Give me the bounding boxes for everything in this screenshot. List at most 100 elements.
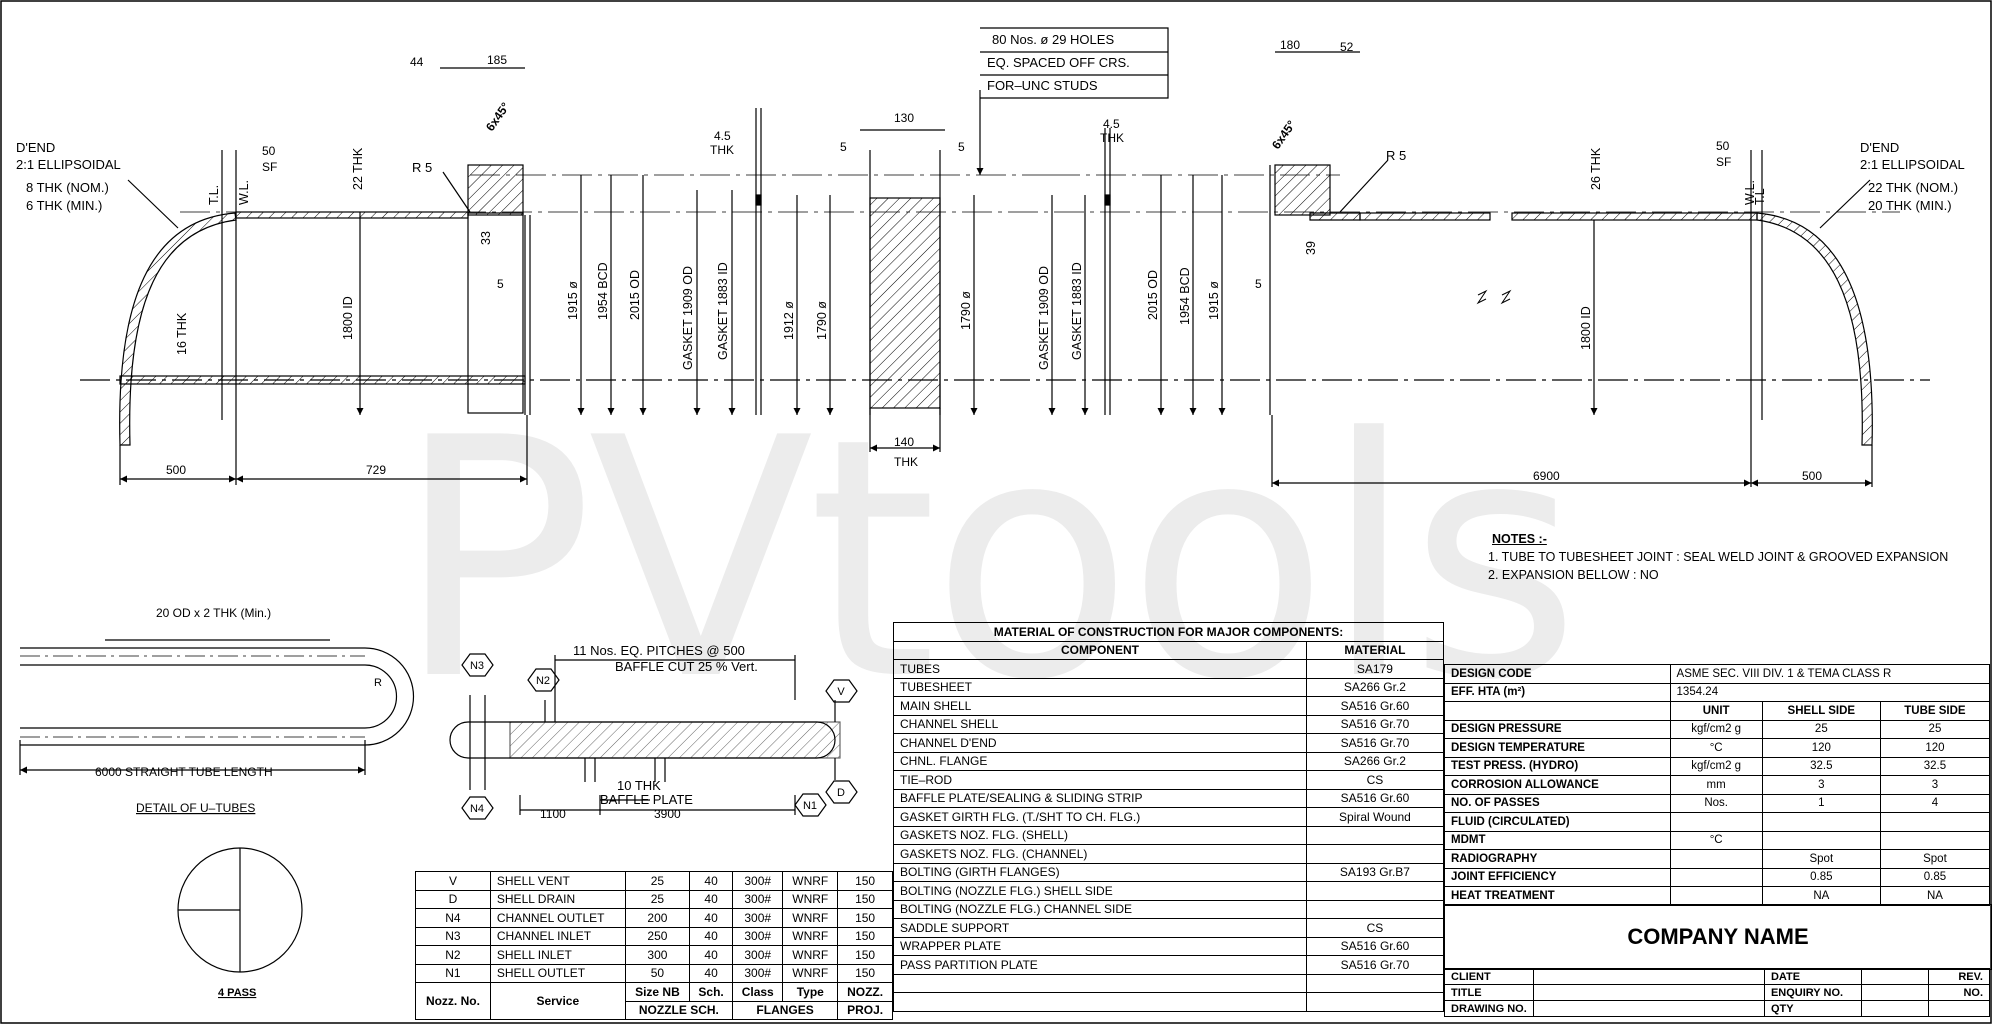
title-block-cell: ENQUIRY NO. [1763,984,1862,1001]
nozzle-cell: 200 [624,908,691,928]
nozzle-tag-n2: N2 [536,675,550,687]
moc-component: CHNL. FLANGE [893,751,1307,771]
label-d44: 44 [410,55,424,69]
label-t45b: 4.5 [1103,117,1120,131]
label-udet: DETAIL OF U–TUBES [136,801,255,815]
note-1: 1. TUBE TO TUBESHEET JOINT : SEAL WELD J… [1488,550,1949,564]
class-header: Class [732,982,784,1002]
label-sf1: 50 [262,144,276,158]
design-cell: kgf/cm2 g [1669,756,1763,776]
nozzle-cell: 25 [624,889,691,909]
vlabel-k26: 26 THK [1589,147,1603,190]
moc-material: SA266 Gr.2 [1305,751,1445,771]
nozzle-cell: WNRF [782,871,839,891]
label-eq: EQ. SPACED OFF CRS. [987,55,1130,70]
vlabel-v2015a: 2015 OD [628,270,642,320]
title-block-cell: DRAWING NO. [1444,1000,1534,1017]
flanges-header: FLANGES [732,1000,839,1020]
label-thk140: THK [894,455,918,469]
design-cell: DESIGN PRESSURE [1444,719,1671,739]
label-ell2: 2:1 ELLIPSOIDAL [1860,157,1965,172]
label-ulen: 6000 STRAIGHT TUBE LENGTH [95,765,273,779]
nozzle-cell: 300# [732,963,784,983]
nozzle-sch-header: NOZZLE SCH. [624,1000,734,1020]
nozzle-cell: 150 [837,926,893,946]
title-block-cell [1532,968,1765,985]
label-80: 80 Nos. ø 29 HOLES [992,32,1114,47]
design-cell [1761,812,1881,832]
moc-header-component: COMPONENT [893,640,1307,660]
nozzle-cell: 300# [732,926,784,946]
title-block-cell: TITLE [1444,984,1534,1001]
nozzle-cell: 250 [624,926,691,946]
label-bplate: BAFFLE PLATE [600,792,693,807]
vlabel-k39: 39 [1304,241,1318,255]
vlabel-v1790b: 1790 ø [959,291,973,330]
moc-component: BOLTING (GIRTH FLANGES) [893,862,1307,882]
moc-component: BOLTING (NOZZLE FLG.) SHELL SIDE [893,881,1307,901]
moc-material: SA516 Gr.70 [1305,955,1445,975]
label-min1: 6 THK (MIN.) [26,198,102,213]
service-header: Service [489,982,626,1020]
design-cell: 120 [1879,738,1991,758]
title-block-cell [1860,968,1930,985]
label-bthk: 10 THK [617,778,661,793]
moc-material: SA179 [1305,659,1445,679]
vlabel-v1915b: 1915 ø [1207,281,1221,320]
moc-component: TIE–ROD [893,770,1307,790]
moc-table: MATERIAL OF CONSTRUCTION FOR MAJOR COMPO… [893,622,1445,1012]
label-t45a: 4.5 [714,129,731,143]
nozzle-cell: CHANNEL INLET [489,926,626,946]
vlabel-v1912: 1912 ø [782,301,796,340]
design-code-value: ASME SEC. VIII DIV. 1 & TEMA CLASS R [1669,664,1991,684]
design-cell: kgf/cm2 g [1669,719,1763,739]
design-cell: °C [1669,830,1763,850]
label-d1100: 1100 [540,807,566,821]
label-min2: 20 THK (MIN.) [1868,198,1952,213]
moc-material: CS [1305,918,1445,938]
nozzle-cell: 150 [837,871,893,891]
vlabel-v1915a: 1915 ø [566,281,580,320]
design-cell: HEAT TREATMENT [1444,886,1671,906]
label-d140: 140 [894,435,914,449]
design-cell [1669,886,1763,906]
label-bcut: BAFFLE CUT 25 % Vert. [615,659,758,674]
design-cell: Nos. [1669,793,1763,813]
label-dend1: D'END [16,140,55,155]
design-cell [1669,812,1763,832]
moc-component: PASS PARTITION PLATE [893,955,1307,975]
moc-row: GASKETS NOZ. FLG. (CHANNEL) [893,844,1445,864]
design-header-blank [1444,701,1671,721]
design-cell: 3 [1879,775,1991,795]
design-cell: 32.5 [1761,756,1881,776]
title-block-cell: CLIENT [1444,968,1534,985]
title-block-cell [1532,1000,1765,1017]
design-cell: CORROSION ALLOWANCE [1444,775,1671,795]
moc-row [893,992,1445,1012]
nozzle-cell: V [415,871,491,891]
label-thka: THK [710,143,734,157]
design-cell [1761,830,1881,850]
nozzle-cell: SHELL VENT [489,871,626,891]
nozzle-cell: N3 [415,926,491,946]
label-d5a: 5 [840,140,847,154]
moc-component: MAIN SHELL [893,696,1307,716]
hta-label: EFF. HTA (m²) [1444,682,1671,702]
vlabel-tl2: T.L [1753,188,1767,205]
label-d130: 130 [894,111,914,125]
label-sf2b: SF [1716,155,1731,169]
moc-component [893,992,1307,1012]
moc-component: TUBES [893,659,1307,679]
